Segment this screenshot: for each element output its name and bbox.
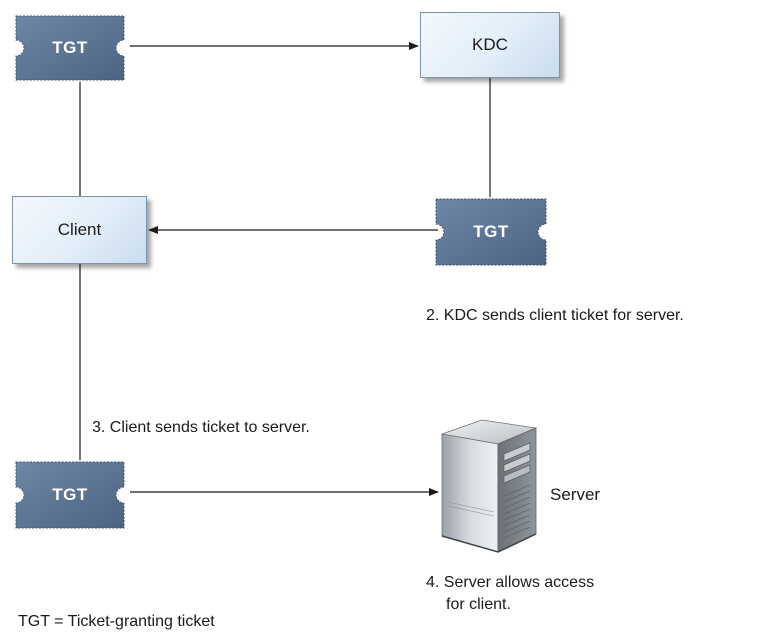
kdc-node: KDC (420, 12, 560, 78)
kerberos-diagram: KDC Client TGT T (10, 12, 684, 630)
connectors (79, 42, 491, 496)
server-tower-icon (438, 418, 538, 554)
step-3-note: 3. Client sends ticket to server. (92, 419, 310, 436)
ticket-icon (15, 461, 125, 529)
step-2-note: 2. KDC sends client ticket for server. (426, 307, 684, 324)
ticket-icon (435, 198, 547, 266)
ticket-middle-label: TGT (473, 222, 509, 241)
tgt-ticket-bottom: TGT (10, 460, 130, 530)
tgt-ticket-top: TGT (10, 14, 130, 82)
ticket-top-label: TGT (52, 38, 88, 57)
server-label: Server (550, 485, 601, 504)
client-node: Client (12, 196, 147, 264)
ticket-icon (15, 15, 125, 81)
ticket-bottom-label: TGT (52, 485, 88, 504)
client-label: Client (57, 220, 102, 239)
step-4-note-line-2: for client. (446, 596, 511, 613)
kdc-label: KDC (472, 35, 508, 54)
tgt-ticket-middle: TGT (430, 197, 552, 267)
step-4-note-line-1: 4. Server allows access (426, 574, 595, 591)
legend-note: TGT = Ticket-granting ticket (18, 613, 215, 630)
